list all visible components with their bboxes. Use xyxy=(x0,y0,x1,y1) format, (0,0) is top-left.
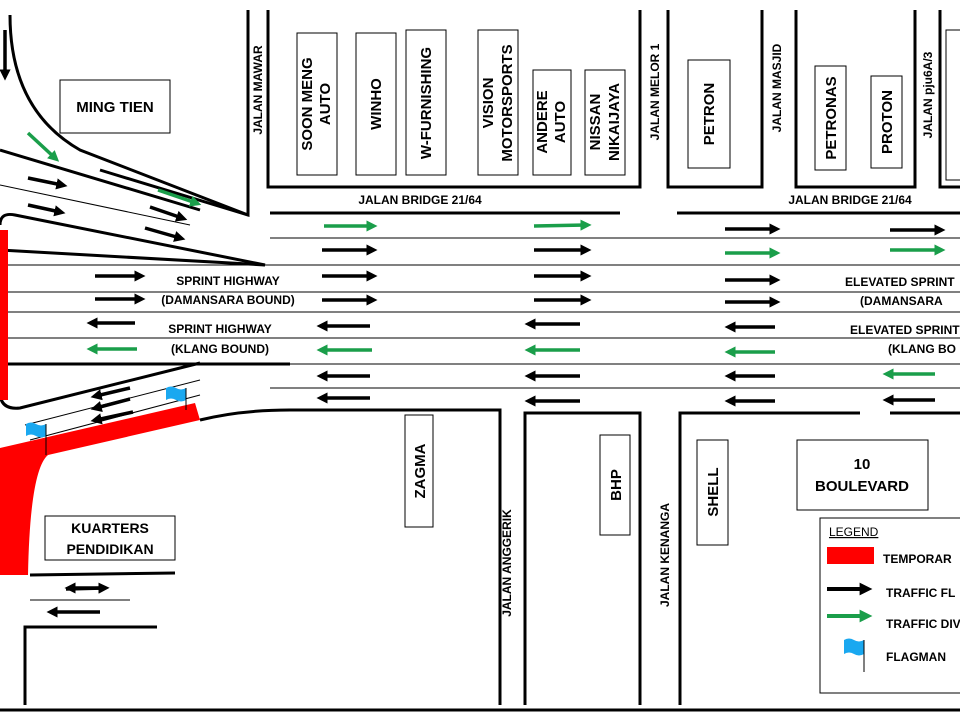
building-nissan-nikaijaya: NISSAN NIKAIJAYA xyxy=(584,69,626,176)
svg-text:BHP: BHP xyxy=(608,469,625,501)
road-label-pju: JALAN pju6A/3 xyxy=(921,51,935,138)
road-label-bridge: JALAN BRIDGE 21/64 xyxy=(788,193,912,207)
legend: LEGEND TEMPORAR TRAFFIC FL TRAFFIC DIV F… xyxy=(819,517,960,694)
traffic-flow-arrow xyxy=(144,226,186,242)
road-label-sprint-damansara: SPRINT HIGHWAY xyxy=(176,274,280,288)
road-label-elevated-damansara: ELEVATED SPRINT xyxy=(845,275,955,289)
svg-text:KUARTERS: KUARTERS xyxy=(71,520,149,536)
svg-text:PROTON: PROTON xyxy=(879,90,896,154)
traffic-flow-arrow xyxy=(90,386,131,401)
closure-bar-left xyxy=(0,230,8,400)
road-label-elevated-klang: (KLANG BO xyxy=(888,342,956,356)
building-soon-meng-auto: SOON MENG AUTO xyxy=(296,32,338,176)
traffic-flow-arrow xyxy=(90,397,131,412)
road-label-sprint-damansara: (DAMANSARA BOUND) xyxy=(161,293,295,307)
closure-zones xyxy=(0,230,200,575)
flagmen xyxy=(26,386,187,455)
diversion-arrow xyxy=(26,131,60,162)
legend-closure-swatch xyxy=(827,547,874,564)
road-labels: JALAN MAWAR JALAN MELOR 1 JALAN MASJID J… xyxy=(161,43,960,616)
svg-text:SOON MENG: SOON MENG xyxy=(299,57,316,150)
svg-text:VISION: VISION xyxy=(480,78,497,129)
svg-text:NIKAIJAYA: NIKAIJAYA xyxy=(606,83,623,161)
svg-text:PENDIDIKAN: PENDIDIKAN xyxy=(66,541,153,557)
svg-text:ZAGMA: ZAGMA xyxy=(412,443,429,498)
buildings: MING TIEN SOON MENG AUTO WINHO W-FURNISH… xyxy=(44,29,960,561)
building-vision-motorsports: VISION MOTORSPORTS xyxy=(477,29,519,176)
building-10-boulevard: 10 BOULEVARD xyxy=(796,439,929,511)
building-proton: PROTON xyxy=(870,75,903,169)
svg-text:AUTO: AUTO xyxy=(317,83,334,126)
traffic-flow-arrow xyxy=(65,582,110,594)
svg-text:NISSAN: NISSAN xyxy=(587,94,604,151)
building-bhp: BHP xyxy=(599,434,631,536)
diversion-arrow xyxy=(157,188,202,207)
building-andere-auto: ANDERE AUTO xyxy=(532,69,572,176)
svg-text:SHELL: SHELL xyxy=(705,467,722,516)
road-label-mawar: JALAN MAWAR xyxy=(251,45,265,135)
svg-text:MOTORSPORTS: MOTORSPORTS xyxy=(499,44,516,161)
svg-text:AUTO: AUTO xyxy=(552,101,569,144)
legend-box xyxy=(819,517,960,694)
legend-label: TEMPORAR xyxy=(883,552,952,566)
road-label-sprint-klang: (KLANG BOUND) xyxy=(171,342,269,356)
traffic-arrows xyxy=(0,30,946,618)
building-petron: PETRON xyxy=(687,59,731,169)
closure-area-lower xyxy=(0,403,200,575)
building-zagma: ZAGMA xyxy=(404,414,434,528)
road-label-masjid: JALAN MASJID xyxy=(770,43,784,132)
building-partial xyxy=(945,29,960,181)
traffic-flow-arrow xyxy=(27,176,68,190)
svg-text:PETRON: PETRON xyxy=(701,83,718,146)
legend-title: LEGEND xyxy=(829,525,879,539)
svg-text:ANDERE: ANDERE xyxy=(534,90,551,153)
road-label-elevated-klang: ELEVATED SPRINT xyxy=(850,323,960,337)
road-label-sprint-klang: SPRINT HIGHWAY xyxy=(168,322,272,336)
flagman-icon xyxy=(844,638,865,672)
flagman-icon xyxy=(166,386,187,410)
building-winho: WINHO xyxy=(355,32,397,176)
svg-text:10: 10 xyxy=(854,456,871,473)
svg-text:W-FURNISHING: W-FURNISHING xyxy=(418,47,435,159)
road-label-elevated-damansara: (DAMANSARA xyxy=(860,294,943,308)
legend-label: FLAGMAN xyxy=(886,650,946,664)
traffic-flow-arrow xyxy=(149,205,188,222)
building-petronas: PETRONAS xyxy=(814,65,847,171)
road-label-bridge: JALAN BRIDGE 21/64 xyxy=(358,193,482,207)
diversion-arrow xyxy=(533,219,592,231)
flagman-icon xyxy=(26,422,47,455)
road-label-melor: JALAN MELOR 1 xyxy=(648,43,662,140)
road-label-anggerik: JALAN ANGGERIK xyxy=(500,509,514,617)
svg-text:PETRONAS: PETRONAS xyxy=(823,76,840,159)
traffic-flow-arrow xyxy=(90,410,134,425)
building-ming-tien: MING TIEN xyxy=(59,79,171,134)
legend-label: TRAFFIC FL xyxy=(886,586,955,600)
building-kuarters-pendidikan: KUARTERS PENDIDIKAN xyxy=(44,515,176,561)
svg-text:MING TIEN: MING TIEN xyxy=(76,99,154,116)
svg-text:BOULEVARD: BOULEVARD xyxy=(815,478,909,495)
road-label-kenanga: JALAN KENANGA xyxy=(658,503,672,607)
building-w-furnishing: W-FURNISHING xyxy=(405,29,447,176)
traffic-flow-arrow xyxy=(27,203,66,217)
road-lines xyxy=(0,10,960,712)
svg-text:WINHO: WINHO xyxy=(368,78,385,130)
legend-label: TRAFFIC DIV xyxy=(886,617,960,631)
building-shell: SHELL xyxy=(696,439,729,546)
